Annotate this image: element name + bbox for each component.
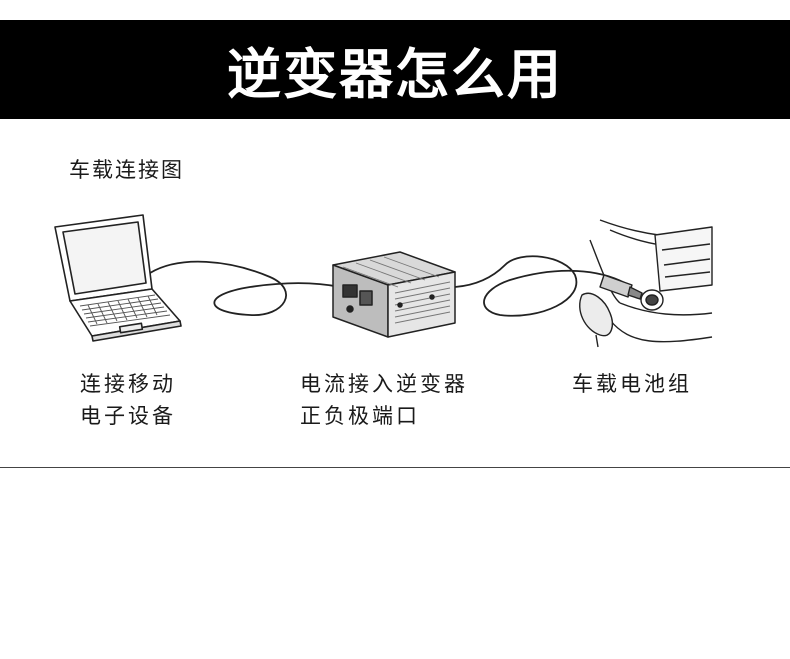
caption-battery-line-1: 车载电池组 [572,372,692,396]
section-subtitle: 车载连接图 [69,158,184,182]
cable-laptop-inverter [149,260,341,316]
inverter-icon [332,251,456,338]
connection-diagram [54,214,713,348]
caption-inverter-line-2: 正负极端口 [300,404,420,428]
header-bar: 逆变器怎么用 [0,20,790,119]
caption-device-line-1: 连接移动 [80,372,176,396]
page-title: 逆变器怎么用 [227,43,563,106]
car-socket-icon [579,219,713,348]
caption-battery: 车载电池组 [572,368,692,400]
section-divider [0,467,790,468]
caption-inverter-line-1: 电流接入逆变器 [300,372,468,396]
caption-device: 连接移动 电子设备 [80,368,176,432]
caption-device-line-2: 电子设备 [80,404,176,428]
caption-inverter: 电流接入逆变器 正负极端口 [300,368,468,432]
cable-inverter-socket [454,255,626,317]
laptop-icon [54,214,182,342]
